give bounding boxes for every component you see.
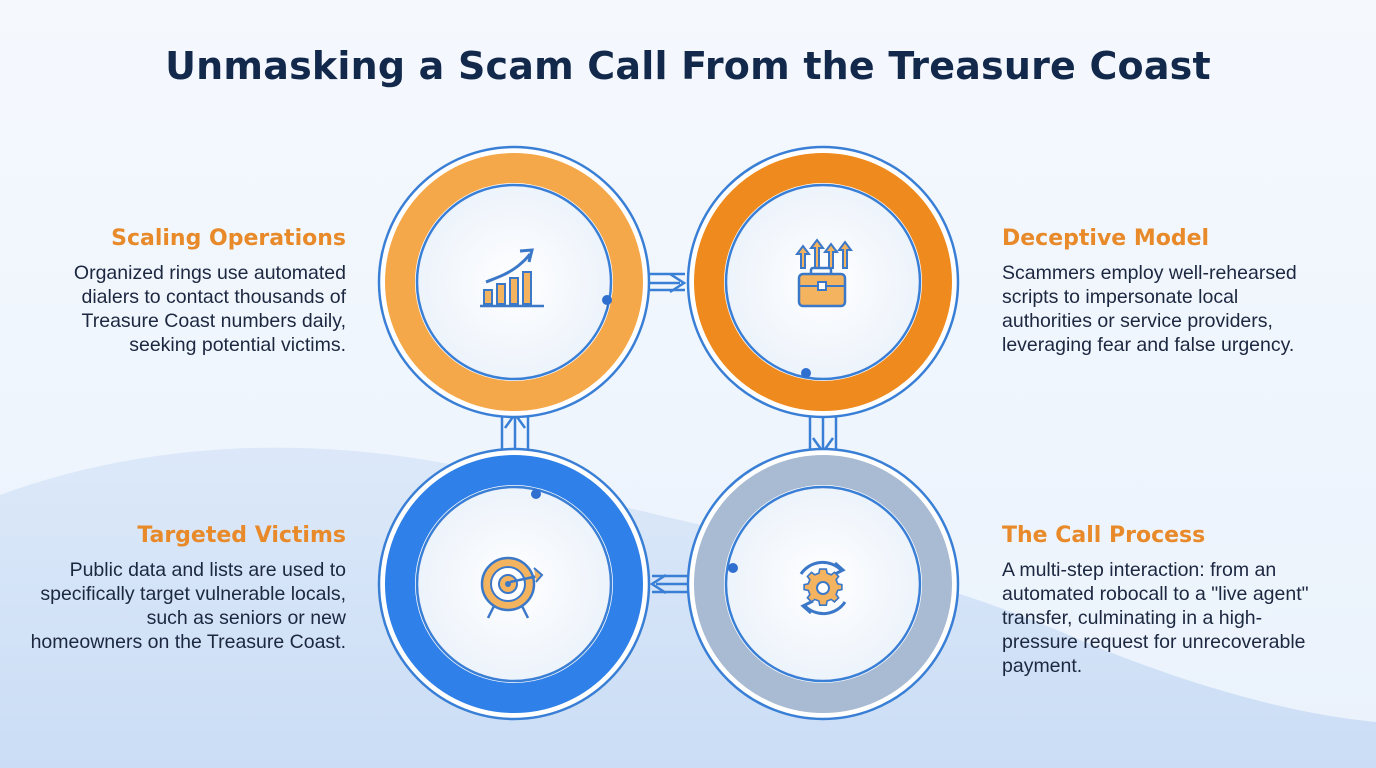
step-description: Organized rings use automated dialers to… xyxy=(73,262,346,356)
target-icon xyxy=(480,556,544,619)
step-description: Public data and lists are used to specif… xyxy=(30,559,346,653)
step-heading: Deceptive Model xyxy=(1002,226,1210,251)
step-heading: The Call Process xyxy=(1002,523,1206,548)
step-heading: Scaling Operations xyxy=(111,226,346,251)
growth-chart-icon xyxy=(480,248,544,308)
page-title: Unmasking a Scam Call From the Treasure … xyxy=(165,44,1211,88)
step-targeted-victims: Targeted Victims Public data and lists a… xyxy=(30,523,346,654)
step-call-process: The Call Process A multi-step interactio… xyxy=(1002,523,1332,678)
step-description: A multi-step interaction: from an automa… xyxy=(1002,559,1309,677)
step-description: Scammers employ well-rehearsed scripts t… xyxy=(1002,262,1297,356)
step-deceptive-model: Deceptive Model Scammers employ well-reh… xyxy=(1002,226,1324,357)
step-heading: Targeted Victims xyxy=(137,523,346,548)
briefcase-arrows-icon xyxy=(795,238,853,308)
cycle-gear-icon xyxy=(799,560,847,616)
step-scaling-operations: Scaling Operations Organized rings use a… xyxy=(30,226,346,357)
